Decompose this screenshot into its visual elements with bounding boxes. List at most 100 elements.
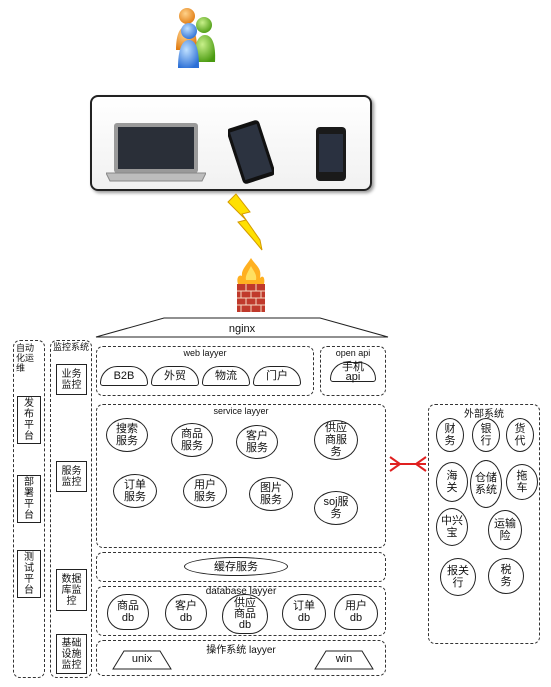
external-title: 外部系统 <box>464 409 504 420</box>
web-layer-title: web layyer <box>183 348 227 358</box>
service-layer-panel <box>96 404 386 548</box>
db-item-user: 用户db <box>334 594 378 630</box>
db-item-product: 商品db <box>107 594 149 630</box>
tablet-icon <box>228 120 274 184</box>
external-item-broker: 报关行 <box>440 558 476 596</box>
open-api-panel <box>320 346 386 396</box>
external-item-zxb: 中兴宝 <box>436 508 468 546</box>
external-item-finance: 财务 <box>436 418 464 452</box>
monitor-item-label: 业务监控 <box>61 368 82 391</box>
devops-item-label: 部署平台 <box>24 477 34 521</box>
external-item-customs: 海关 <box>436 462 468 502</box>
service-item-label: soj服务 <box>323 496 349 520</box>
service-item-customer: 客户服务 <box>236 425 278 459</box>
web-item-trade: 外贸 <box>151 366 199 386</box>
os-layer-title: 操作系统 layyer <box>206 645 276 656</box>
client-devices-panel <box>90 95 372 191</box>
monitor-item-label: 基础设施监控 <box>61 637 82 671</box>
service-item-label: 客户服务 <box>246 430 268 454</box>
devops-panel <box>13 340 45 678</box>
os-layer-panel <box>96 640 386 676</box>
devops-title: 自动化运维 <box>16 343 35 373</box>
monitor-item-service: 服务监控 <box>56 461 87 492</box>
service-item-supplier: 供应商服务 <box>314 420 358 460</box>
external-item-trailer: 拖车 <box>506 464 538 500</box>
external-item-label: 税务 <box>500 564 512 588</box>
open-api-item-mobile: 手机api <box>330 361 376 383</box>
web-item-label: 门户 <box>266 370 288 382</box>
open-api-item-label: 手机api <box>342 361 364 383</box>
devops-item-deploy: 部署平台 <box>17 475 41 523</box>
laptop-icon <box>106 123 206 182</box>
external-item-insurance: 运输险 <box>488 510 522 550</box>
external-panel <box>428 404 540 644</box>
web-item-label: 外贸 <box>164 370 186 382</box>
monitor-title: 监控系统 <box>53 342 90 352</box>
web-item-b2b: B2B <box>100 366 148 386</box>
external-item-label: 海关 <box>446 470 458 494</box>
external-item-forwarder: 货代 <box>506 418 534 452</box>
monitor-item-database: 数据库监控 <box>56 569 87 611</box>
external-connector-icon <box>389 456 427 472</box>
external-item-label: 报关行 <box>447 565 469 589</box>
cache-panel <box>96 552 386 582</box>
devops-item-test: 测试平台 <box>17 550 41 598</box>
db-item-label: 客户db <box>175 600 197 624</box>
devops-item-label: 发布平台 <box>24 398 34 442</box>
web-layer-panel <box>96 346 314 396</box>
service-item-label: 商品服务 <box>181 428 203 452</box>
db-item-customer: 客户db <box>165 594 207 630</box>
phone-icon <box>316 127 346 181</box>
service-item-label: 用户服务 <box>194 479 216 503</box>
external-item-label: 仓储系统 <box>475 472 497 496</box>
monitor-item-label: 服务监控 <box>61 465 82 488</box>
monitor-item-business: 业务监控 <box>56 364 87 395</box>
external-item-bank: 银行 <box>472 418 500 452</box>
web-item-logistics: 物流 <box>202 366 250 386</box>
os-win-shape <box>314 650 374 670</box>
users-icon <box>176 8 216 68</box>
web-item-portal: 门户 <box>253 366 301 386</box>
service-item-soj: soj服务 <box>314 491 358 525</box>
service-item-search: 搜索服务 <box>106 418 148 452</box>
external-item-warehouse: 仓储系统 <box>470 460 502 508</box>
external-item-tax: 税务 <box>488 558 524 594</box>
service-item-product: 商品服务 <box>171 423 213 457</box>
monitor-item-label: 数据库监控 <box>61 573 82 607</box>
os-item-unix: unix <box>131 653 153 665</box>
os-unix-shape <box>112 650 172 670</box>
nginx-shape <box>95 317 389 338</box>
db-item-label: 供应商品db <box>234 596 256 631</box>
db-item-label: 商品db <box>117 600 139 624</box>
external-item-label: 中兴宝 <box>441 515 463 539</box>
external-item-label: 运输险 <box>494 518 516 542</box>
monitor-item-infra: 基础设施监控 <box>56 634 87 674</box>
database-layer-title: database layyer <box>205 586 277 597</box>
external-item-label: 货代 <box>514 423 526 447</box>
os-item-win: win <box>335 653 353 665</box>
service-item-label: 搜索服务 <box>116 423 138 447</box>
service-item-label: 图片服务 <box>260 482 282 506</box>
cache-service: 缓存服务 <box>184 557 288 576</box>
devops-item-release: 发布平台 <box>17 396 41 444</box>
service-item-user: 用户服务 <box>183 474 227 508</box>
external-item-label: 财务 <box>444 423 456 447</box>
devops-item-label: 测试平台 <box>24 552 34 596</box>
service-item-label: 订单服务 <box>124 479 146 503</box>
db-item-label: 订单db <box>293 600 315 624</box>
monitor-panel <box>50 340 92 678</box>
service-item-image: 图片服务 <box>249 477 293 511</box>
open-api-title: open api <box>335 348 371 358</box>
cache-label: 缓存服务 <box>214 560 258 573</box>
web-item-label: 物流 <box>215 370 237 382</box>
lightning-icon <box>227 193 263 251</box>
external-item-label: 银行 <box>480 423 492 447</box>
db-item-supplier: 供应商品db <box>222 594 268 634</box>
nginx-label: nginx <box>228 323 256 335</box>
web-item-label: B2B <box>113 370 135 382</box>
service-item-order: 订单服务 <box>113 474 157 508</box>
db-item-order: 订单db <box>282 594 326 630</box>
db-item-label: 用户db <box>345 600 367 624</box>
external-item-label: 拖车 <box>516 470 528 494</box>
service-item-label: 供应商服务 <box>325 422 347 458</box>
